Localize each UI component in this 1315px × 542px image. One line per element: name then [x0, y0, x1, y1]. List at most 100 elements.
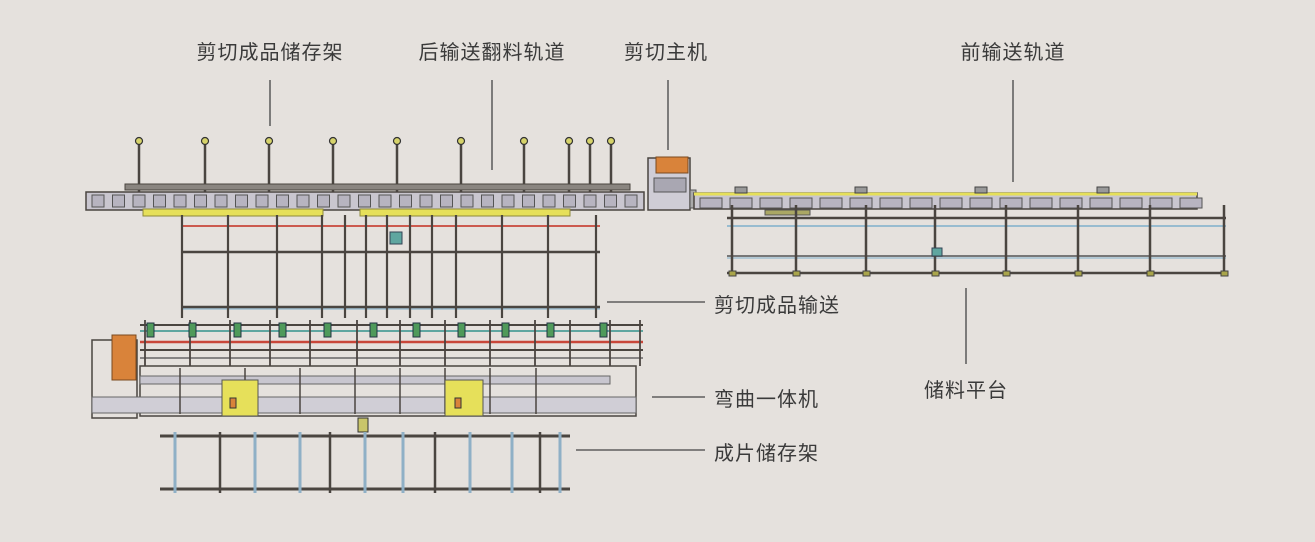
platform-foot	[1220, 270, 1229, 277]
front-track-clamp	[854, 186, 868, 194]
platform-motor	[931, 247, 943, 257]
rear-track-yellow-bar	[359, 208, 571, 217]
rear-track-roller	[132, 194, 146, 208]
rear-track-roller	[153, 194, 166, 208]
rear-track-roller	[399, 194, 412, 208]
storage-rack-post-knob	[200, 136, 210, 146]
storage-rack-post-knob	[606, 136, 616, 146]
label-front-conveying-track: 前输送轨道	[960, 40, 1066, 64]
rear-track-roller	[501, 194, 515, 208]
bending-clamp	[146, 322, 155, 338]
rear-track-roller	[91, 194, 105, 208]
front-track-roller	[1029, 197, 1053, 209]
label-sheet-storage-rack: 成片储存架	[714, 441, 819, 465]
label-shear-main-machine: 剪切主机	[624, 40, 708, 64]
bending-center-unit	[357, 417, 369, 433]
rear-track-yellow-bar	[142, 208, 324, 217]
bending-clamp	[457, 322, 466, 338]
bending-head-left	[221, 379, 259, 417]
bending-beam	[139, 375, 611, 385]
rear-track-roller	[255, 194, 269, 208]
rear-track-roller	[296, 194, 310, 208]
bending-clamp	[323, 322, 332, 338]
transfer-motor	[389, 231, 403, 245]
front-track-roller	[939, 197, 963, 209]
rear-track-roller	[563, 194, 576, 208]
platform-foot	[1146, 270, 1155, 277]
platform-foot	[1002, 270, 1011, 277]
rear-track-roller	[378, 194, 392, 208]
bending-clamp	[369, 322, 378, 338]
rear-track-roller	[460, 194, 474, 208]
storage-rack-post-knob	[456, 136, 466, 146]
label-rear-conveying-flip-track: 后输送翻料轨道	[418, 40, 566, 64]
shear-machine-head	[655, 156, 689, 174]
front-track-roller	[819, 197, 843, 209]
rear-track-roller	[419, 194, 433, 208]
front-track-roller	[1149, 197, 1173, 209]
front-track-roller	[789, 197, 813, 209]
platform-foot	[792, 270, 801, 277]
bending-clamp	[188, 322, 197, 338]
bending-clamp	[233, 322, 242, 338]
rear-track-roller	[481, 194, 494, 208]
front-track-clamp	[734, 186, 748, 194]
bending-clamp	[599, 322, 608, 338]
front-track-roller	[1059, 197, 1083, 209]
front-track-clamp	[974, 186, 988, 194]
rear-track-roller	[522, 194, 535, 208]
rear-track-roller	[583, 194, 597, 208]
storage-rack-post-knob	[585, 136, 595, 146]
rear-track-roller	[358, 194, 371, 208]
front-track-roller	[849, 197, 873, 209]
rear-track-roller	[440, 194, 453, 208]
bending-base-frame	[139, 365, 637, 417]
storage-rack-post-knob	[564, 136, 574, 146]
label-material-storage-platform: 储料平台	[924, 378, 1008, 402]
rear-track-roller	[214, 194, 228, 208]
front-track-roller	[999, 197, 1023, 209]
bending-head-right-indicator	[454, 397, 462, 409]
rear-track-roller	[624, 194, 638, 208]
front-track-clamp	[1096, 186, 1110, 194]
bending-clamp	[412, 322, 421, 338]
rear-track-roller	[317, 194, 330, 208]
bending-clamp	[546, 322, 555, 338]
storage-rack-post-knob	[519, 136, 529, 146]
rear-track-roller	[276, 194, 289, 208]
label-shear-product-conveying: 剪切成品输送	[714, 293, 840, 317]
storage-rack-post-knob	[392, 136, 402, 146]
front-track-roller	[879, 197, 903, 209]
rear-track-roller	[337, 194, 351, 208]
rear-track-roller	[194, 194, 207, 208]
front-track-roller	[1179, 197, 1203, 209]
label-bending-integrated-machine: 弯曲一体机	[714, 387, 819, 411]
rear-track-roller	[542, 194, 556, 208]
bending-main-beam	[91, 396, 637, 414]
platform-foot	[862, 270, 871, 277]
front-track-roller	[729, 197, 753, 209]
front-track-roller	[759, 197, 783, 209]
platform-foot	[931, 270, 940, 277]
bending-head-right	[444, 379, 484, 417]
storage-rack-post-knob	[328, 136, 338, 146]
rear-track-roller	[173, 194, 187, 208]
platform-foot	[728, 270, 737, 277]
rear-track-roller	[235, 194, 248, 208]
front-track-roller	[1119, 197, 1143, 209]
storage-rack-post-knob	[264, 136, 274, 146]
rear-track-roller	[604, 194, 617, 208]
front-track-roller	[699, 197, 723, 209]
label-shear-product-storage-rack: 剪切成品储存架	[196, 40, 344, 64]
bending-head-left-indicator	[229, 397, 237, 409]
rear-track-top-rail	[124, 183, 631, 191]
front-track-roller	[1089, 197, 1113, 209]
platform-foot	[1074, 270, 1083, 277]
bending-machine-control-box	[111, 334, 137, 381]
storage-rack-post-knob	[134, 136, 144, 146]
bending-clamp	[278, 322, 287, 338]
front-track-roller	[969, 197, 993, 209]
front-track-roller	[909, 197, 933, 209]
front-track-yellow-bar	[764, 209, 811, 216]
